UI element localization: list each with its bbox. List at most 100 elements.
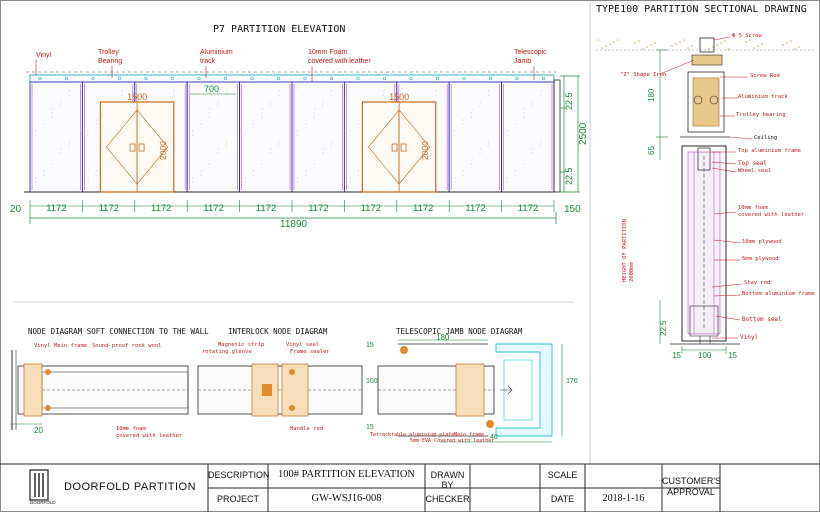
- sec-label-ply10: 10mm plywood: [742, 239, 782, 245]
- drawn-by-label: DRAWN BY: [430, 470, 465, 490]
- door-leaves: 1500 2000 1500 2000: [99, 92, 437, 193]
- sec-dim-bottom: 22.5: [659, 320, 668, 336]
- logo-text: DOORFOLD: [30, 500, 56, 505]
- sec-label-bottom-frame: Bottom aluminium frame: [742, 291, 815, 297]
- door-height-dim: 2000: [158, 141, 168, 160]
- dim-end-left: 20: [10, 204, 22, 215]
- door-width-dim: 1500: [127, 92, 147, 102]
- tele-label-main: Main frame: [454, 432, 485, 438]
- panel: [186, 81, 241, 193]
- dim-panel-width: 1172: [256, 203, 276, 214]
- scale-label: SCALE: [547, 470, 578, 480]
- panel: [448, 81, 503, 193]
- callout-jamb: Telescopic Jamb: [514, 49, 547, 65]
- soft-label-vinyl: Vinyl: [34, 343, 51, 349]
- customer-approval-label: CUSTOMER'S APPROVAL: [662, 476, 722, 497]
- sec-label-wheel-seal: Wheel seal: [738, 168, 772, 174]
- callout-foam: 10mm Foam covered with leather: [308, 49, 371, 65]
- dim-panel-width: 1172: [518, 203, 538, 214]
- panel: [291, 81, 345, 193]
- node-diagrams: NODE DIAGRAM SOFT CONNECTION TO THE WALL…: [10, 327, 563, 443]
- dim-overall: 11890: [280, 219, 308, 230]
- door-leaf: 1500 2000: [99, 92, 175, 193]
- tele-dim-100: 100: [366, 378, 378, 385]
- dim-height-top: 22.5: [564, 92, 574, 110]
- soft-label-main: Main frame: [54, 343, 88, 349]
- panel: [29, 81, 83, 193]
- sec-dim-top2: 65: [647, 146, 656, 155]
- sec-label-top-frame: Top aluminium frame: [738, 148, 801, 154]
- sec-label-screw: Φ 5 Screw: [732, 33, 762, 39]
- company-name: DOORFOLD PARTITION: [64, 481, 197, 493]
- dim-panel-width: 1172: [308, 203, 328, 214]
- node-interlock-title: INTERLOCK NODE DIAGRAM: [228, 327, 328, 336]
- callout-trolley: Trolley Bearing: [98, 49, 123, 65]
- sec-label-bottom-seal: Bottom seal: [742, 316, 782, 323]
- tele-dim-40: 40: [490, 434, 498, 441]
- sec-label-top-seal: Top seal: [738, 160, 767, 167]
- door-width-dim: 1500: [389, 92, 409, 102]
- sec-dim-w100: 100: [698, 351, 712, 360]
- section-title: TYPE100 PARTITION SECTIONAL DRAWING: [596, 4, 807, 15]
- sec-label-ply5: 5mm plywood: [742, 256, 779, 262]
- tele-dim-15: 15: [366, 342, 374, 349]
- soft-label-rock: Sound-proof rock wool: [92, 343, 162, 349]
- interlock-label-magnetic: Magnetic strip: [218, 342, 265, 348]
- dim-panel-width: 1172: [361, 203, 381, 214]
- company-logo: [29, 469, 49, 501]
- date-value: 2018-1-16: [602, 493, 645, 504]
- soft-label-foam: 10mm foam covered with leather: [116, 426, 183, 439]
- dim-panel-width: 1172: [151, 203, 171, 214]
- dim-panel-width: 1172: [203, 203, 223, 214]
- dim-offset: 700: [204, 84, 219, 94]
- sec-label-foam: 10mm foam covered with leather: [738, 205, 805, 218]
- panel: [501, 81, 555, 193]
- sec-label-ceiling: Ceiling: [754, 135, 778, 141]
- door-leaf: 1500 2000: [361, 92, 437, 193]
- checker-label: CHECKER: [425, 494, 470, 504]
- sec-label-screw-rod: Screw Rod: [750, 73, 780, 79]
- tele-label-foam: 5mm EVA Covered with leather: [410, 438, 495, 444]
- node-interlock: INTERLOCK NODE DIAGRAM: [197, 327, 363, 417]
- node-soft-title: NODE DIAGRAM SOFT CONNECTION TO THE WALL: [28, 327, 209, 336]
- description-label: DESCRIPTION: [208, 470, 270, 480]
- node-telescopic: TELESCOPIC JAMB NODE DIAGRAM: [377, 327, 563, 443]
- node-soft-connection: NODE DIAGRAM SOFT CONNECTION TO THE WALL: [10, 327, 209, 430]
- sec-label-trolley: Trolley bearing: [736, 112, 786, 118]
- dim-end-right: 150: [564, 204, 581, 215]
- sec-label-al-track: Aluminium track: [738, 94, 788, 100]
- dim-panel-width: 1172: [46, 203, 66, 214]
- sec-label-z-iron: "Z" Shape Iron: [620, 72, 667, 78]
- date-label: DATE: [550, 494, 575, 504]
- tele-dim-170: 170: [566, 378, 578, 385]
- project-label: PROJECT: [216, 494, 259, 504]
- sec-dim-top: 180: [647, 88, 656, 102]
- door-height-dim: 2000: [420, 141, 430, 160]
- callout-track: Aluminium track: [200, 49, 233, 65]
- tele-label-retract: Tetracktable aluminium plate: [370, 432, 455, 438]
- tele-dim-15b: 15: [366, 424, 374, 431]
- interlock-label-sealer: Frame sealer: [290, 349, 330, 355]
- description-value: 100# PARTITION ELEVATION: [277, 469, 416, 480]
- interlock-label-rotating: rotating gleove: [202, 349, 252, 355]
- dim-panel-width: 1172: [413, 203, 433, 214]
- section-drawing: TYPE100 PARTITION SECTIONAL DRAWING: [589, 0, 815, 464]
- sec-label-height: HEIGHT OF PARTITION 2000mm: [622, 219, 635, 282]
- elevation-title: P7 PARTITION ELEVATION: [213, 24, 345, 35]
- sec-label-vinyl: Vinyl: [740, 334, 759, 341]
- dim-height-total: 2500: [578, 122, 589, 145]
- node-telescopic-title: TELESCOPIC JAMB NODE DIAGRAM: [396, 327, 523, 336]
- dim-height-bottom: 22.5: [564, 167, 574, 185]
- sec-dim-w15a: 15: [672, 351, 681, 360]
- sec-dim-w15b: 15: [728, 351, 737, 360]
- dim-panel-width: 1172: [465, 203, 485, 214]
- rail-fixings: [38, 76, 546, 81]
- interlock-label-vinyl: Vinyl seal: [286, 342, 320, 348]
- sec-label-stay-rod: Stay rod: [744, 280, 771, 286]
- panel: [239, 81, 293, 193]
- project-value: GW-WSJ16-008: [311, 493, 382, 504]
- title-block: [0, 463, 820, 512]
